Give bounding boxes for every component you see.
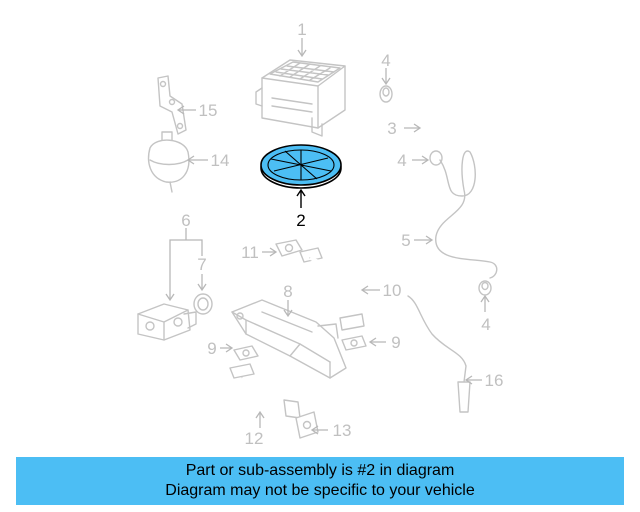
callout-12: 12 xyxy=(245,429,264,448)
part-4-clamp-bottom xyxy=(478,280,492,296)
callout-13: 13 xyxy=(333,421,352,440)
callout-10: 10 xyxy=(383,281,402,300)
callout-4-bottom: 4 xyxy=(481,315,490,334)
callout-2: 2 xyxy=(296,211,305,230)
callout-7: 7 xyxy=(197,255,206,274)
callouts: 1 2 3 4 4 4 5 6 7 8 9 9 10 11 12 13 14 1… xyxy=(181,20,503,448)
part-10-pipe xyxy=(299,247,365,331)
callout-15: 15 xyxy=(199,101,218,120)
callout-9-right: 9 xyxy=(391,333,400,352)
part-12-pipe xyxy=(229,363,301,419)
part-6-valve xyxy=(137,303,197,341)
parts-diagram: 1 2 3 4 4 4 5 6 7 8 9 9 10 11 12 13 14 1… xyxy=(137,20,503,448)
callout-6: 6 xyxy=(181,211,190,230)
part-11-gasket xyxy=(275,239,303,257)
callout-5: 5 xyxy=(401,231,410,250)
part-9-gasket-right xyxy=(341,335,367,351)
part-15-bracket xyxy=(157,75,187,135)
callout-1: 1 xyxy=(297,20,306,39)
part-7-gasket-ring xyxy=(193,293,213,315)
part-5-pipe xyxy=(435,150,498,279)
part-9-gasket-left xyxy=(233,345,259,361)
caption-banner: Part or sub-assembly is #2 in diagram Di… xyxy=(16,457,624,505)
callout-4-middle: 4 xyxy=(397,151,406,170)
part-1-air-box xyxy=(255,59,346,137)
callout-9-left: 9 xyxy=(207,339,216,358)
callout-14: 14 xyxy=(211,151,230,170)
part-3-hose xyxy=(396,94,436,154)
callout-8: 8 xyxy=(283,282,292,301)
part-14-reservoir xyxy=(147,131,190,193)
callout-16: 16 xyxy=(485,371,504,390)
part-2-filter-gasket xyxy=(260,144,342,189)
part-8-cooler xyxy=(231,299,347,379)
callout-3: 3 xyxy=(387,119,396,138)
part-13-gasket xyxy=(295,411,319,439)
part-4-clamp-top xyxy=(379,85,393,103)
callout-11: 11 xyxy=(241,243,259,262)
part-4-clamp-middle xyxy=(429,150,443,166)
part-16-sensor-line xyxy=(407,295,471,413)
callout-4-top: 4 xyxy=(381,51,390,70)
caption-line-1: Part or sub-assembly is #2 in diagram xyxy=(185,462,455,479)
caption-line-2: Diagram may not be specific to your vehi… xyxy=(165,482,475,499)
leader-lines xyxy=(165,38,490,435)
